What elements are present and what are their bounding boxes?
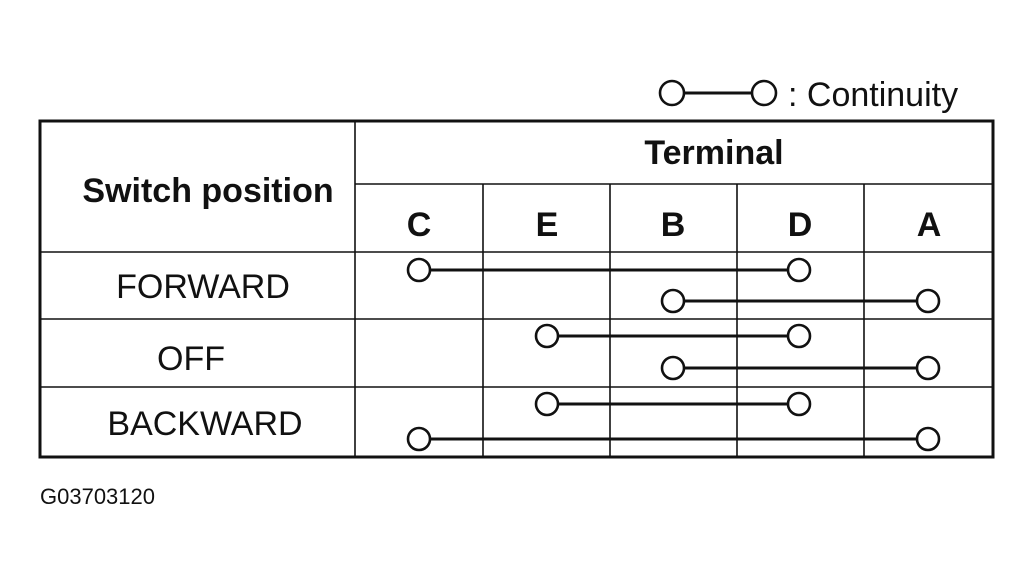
- row-label-off: OFF: [157, 340, 225, 378]
- terminal-node-e: [534, 323, 560, 349]
- legend-node-right: [750, 79, 778, 107]
- terminal-b-header: B: [661, 206, 686, 244]
- terminal-node-d: [786, 257, 812, 283]
- continuity-table: Switch position Terminal C E B D A FORWA…: [38, 119, 995, 459]
- terminal-node-a: [915, 426, 941, 452]
- terminal-e-header: E: [536, 206, 559, 244]
- terminal-node-c: [406, 426, 432, 452]
- row-label-forward: FORWARD: [116, 268, 290, 306]
- terminal-node-a: [915, 288, 941, 314]
- terminal-node-b: [660, 288, 686, 314]
- figure-code: G03703120: [40, 484, 155, 509]
- table-border: [38, 119, 995, 459]
- terminal-node-a: [915, 355, 941, 381]
- terminal-c-header: C: [407, 206, 432, 244]
- terminal-node-b: [660, 355, 686, 381]
- legend-node-left: [658, 79, 686, 107]
- terminal-a-header: A: [917, 206, 942, 244]
- legend-label: : Continuity: [788, 76, 958, 114]
- switch-position-header: Switch position: [82, 172, 333, 210]
- terminal-header: Terminal: [644, 134, 783, 172]
- continuity-connectors: [406, 257, 941, 452]
- row-label-backward: BACKWARD: [107, 405, 302, 443]
- terminal-d-header: D: [788, 206, 813, 244]
- terminal-node-e: [534, 391, 560, 417]
- terminal-node-d: [786, 391, 812, 417]
- legend: : Continuity: [658, 76, 958, 114]
- terminal-node-d: [786, 323, 812, 349]
- terminal-node-c: [406, 257, 432, 283]
